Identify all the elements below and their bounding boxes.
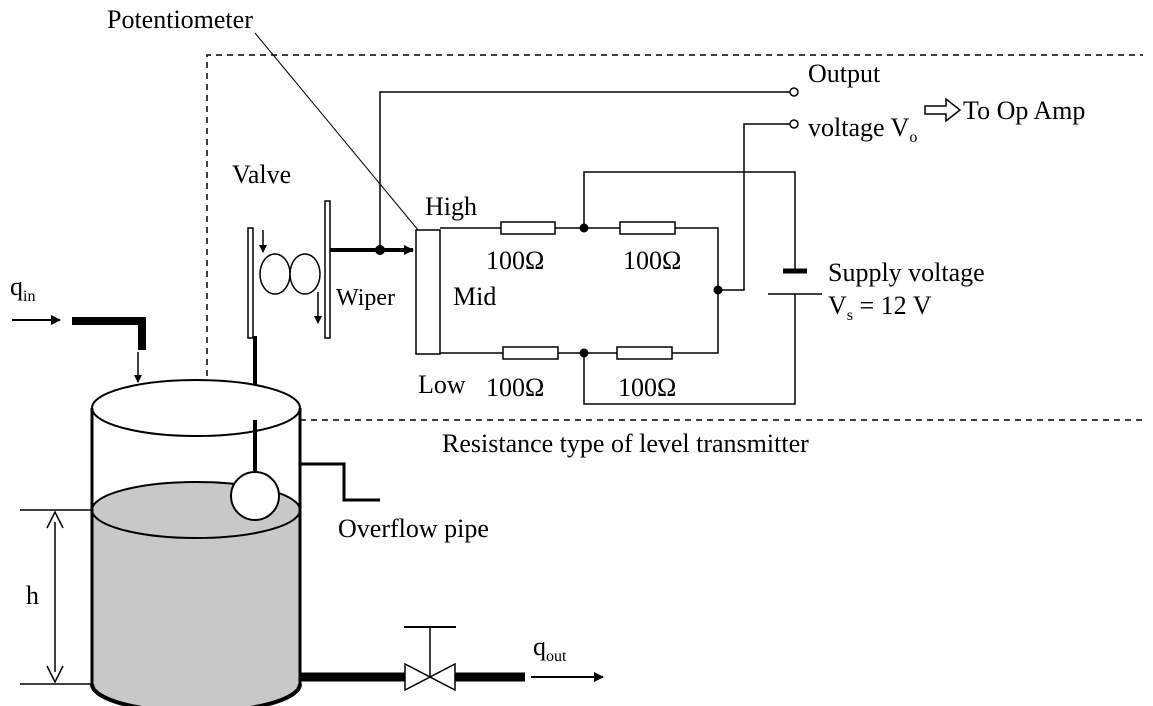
resistor-bottom-right-label: 100Ω <box>618 373 676 402</box>
mid-label: Mid <box>453 282 496 311</box>
valve-roller-right <box>289 253 321 295</box>
resistor-top-right <box>619 221 676 235</box>
output-wire <box>379 91 790 248</box>
output-voltage-label: voltage Vo <box>808 113 917 146</box>
valve-label: Valve <box>232 160 291 189</box>
height-label: h <box>26 581 39 610</box>
tank-bottom-rim <box>90 683 302 706</box>
height-arrow-top <box>46 510 64 529</box>
potentiometer-leader <box>254 32 429 243</box>
wiper-node <box>375 245 385 255</box>
potentiometer-label: Potentiometer <box>107 5 253 34</box>
valve-left-plate <box>247 227 254 339</box>
mid-to-output-wire <box>718 123 790 291</box>
potentiometer-body <box>415 229 441 355</box>
resistor-top-left <box>500 221 556 235</box>
resistor-top-right-label: 100Ω <box>623 246 681 275</box>
to-op-amp-label: To Op Amp <box>963 96 1085 125</box>
output-terminal-bottom <box>789 119 799 129</box>
resistor-bottom-right <box>616 346 673 360</box>
supply-voltage-label: Supply voltage <box>828 258 985 287</box>
wiper-label: Wiper <box>336 285 395 311</box>
resistor-top-left-label: 100Ω <box>486 246 544 275</box>
resistor-bottom-left <box>502 346 559 360</box>
q-in-label: qin <box>10 272 35 305</box>
low-label: Low <box>418 370 466 399</box>
q-out-label: qout <box>533 632 567 665</box>
overflow-pipe <box>300 462 380 502</box>
high-label: High <box>425 192 477 221</box>
output-terminal-top <box>789 87 799 97</box>
height-arrow-bottom <box>46 665 64 684</box>
supply-top-wire <box>583 171 796 270</box>
float-ball <box>230 471 280 521</box>
inflow-pipe <box>72 317 146 350</box>
resistor-bottom-left-label: 100Ω <box>486 373 544 402</box>
overflow-pipe-label: Overflow pipe <box>338 514 489 543</box>
vs-label: Vs = 12 V <box>828 291 932 324</box>
transmitter-caption: Resistance type of level transmitter <box>442 429 809 458</box>
valve-roller-left <box>259 253 291 295</box>
valve-right-plate <box>324 200 331 339</box>
to-op-amp-arrow <box>924 97 962 123</box>
transmitter-boundary <box>206 54 1143 421</box>
output-label: Output <box>808 59 881 88</box>
tank-top-rim <box>91 379 301 437</box>
supply-bottom-wire <box>583 294 796 405</box>
